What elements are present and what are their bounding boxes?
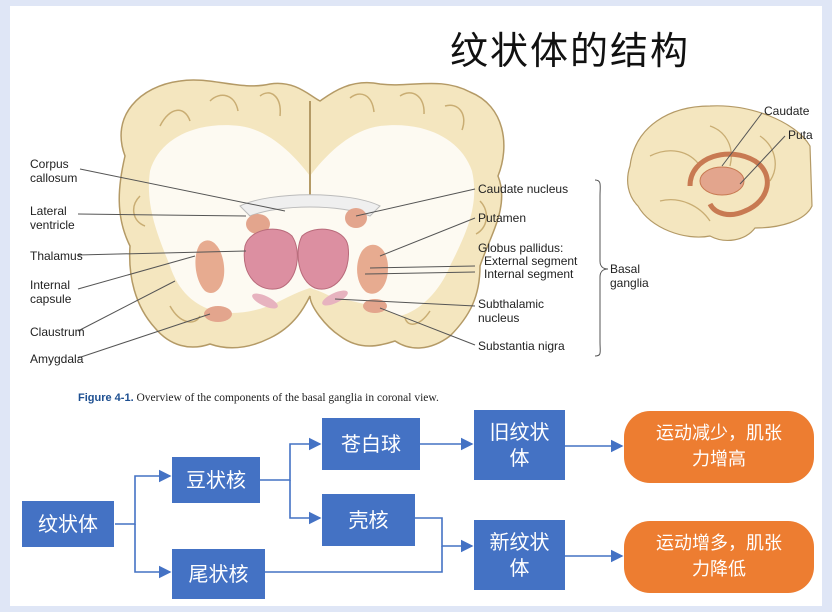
label-basal-ganglia: Basal ganglia: [610, 262, 649, 290]
caption-text: Overview of the components of the basal …: [134, 392, 439, 404]
label-inset-caudate: Caudate: [764, 104, 809, 118]
label-substantia-nigra: Substantia nigra: [478, 339, 565, 353]
box-globus-pallidus: 苍白球: [322, 418, 420, 470]
box-neostriatum: 新纹状 体: [474, 520, 565, 590]
label-internal-capsule: Internal capsule: [30, 278, 71, 306]
label-caudate-nucleus: Caudate nucleus: [478, 182, 568, 196]
box-striatum: 纹状体: [22, 501, 114, 547]
figure-caption: Figure 4-1. Overview of the components o…: [78, 392, 439, 404]
caption-label: Figure 4-1.: [78, 392, 134, 404]
pill-neo-effect: 运动增多，肌张 力降低: [624, 521, 814, 593]
label-internal-segment: Internal segment: [484, 267, 573, 281]
box-lentiform-nucleus: 豆状核: [172, 457, 260, 503]
label-thalamus: Thalamus: [30, 249, 83, 263]
label-subthalamic-nucleus: Subthalamic nucleus: [478, 297, 544, 325]
box-paleostriatum: 旧纹状 体: [474, 410, 565, 480]
label-lateral-ventricle: Lateral ventricle: [30, 204, 75, 232]
label-amygdala: Amygdala: [30, 352, 83, 366]
brain-coronal-illustration: [10, 6, 822, 406]
right-putamen: [357, 245, 388, 294]
right-caudate: [345, 208, 367, 228]
left-thalamus: [244, 229, 297, 289]
pill-paleo-effect: 运动减少，肌张 力增高: [624, 411, 814, 483]
box-putamen: 壳核: [322, 494, 415, 546]
label-putamen: Putamen: [478, 211, 526, 225]
label-globus-pallidus: Globus pallidus:: [478, 241, 563, 255]
left-amygdala: [204, 306, 232, 322]
inset-putamen: [700, 167, 744, 195]
slide: 纹状体的结构: [10, 6, 822, 606]
label-inset-putamen: Puta: [788, 128, 813, 142]
box-caudate-nucleus: 尾状核: [172, 549, 265, 599]
label-external-segment: External segment: [484, 254, 577, 268]
label-corpus-callosum: Corpus callosum: [30, 157, 77, 185]
label-claustrum: Claustrum: [30, 325, 85, 339]
